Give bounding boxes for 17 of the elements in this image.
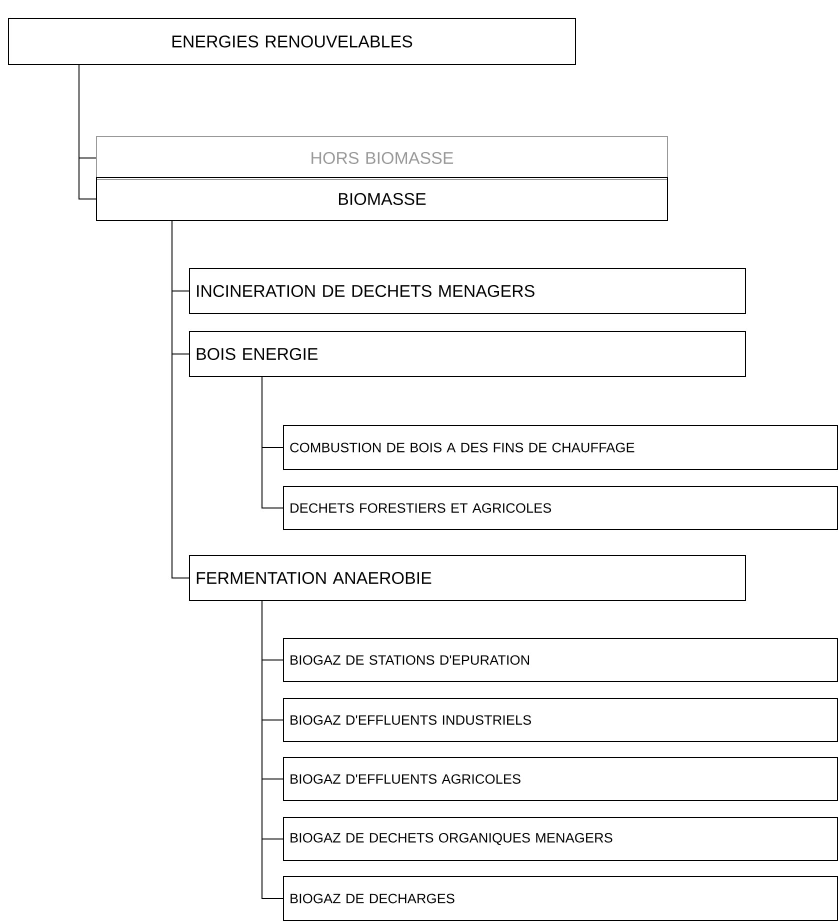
category-box: BIOMASSE <box>96 177 668 221</box>
category-box: DECHETS FORESTIERS ET AGRICOLES <box>283 486 838 530</box>
category-box: BOIS ENERGIE <box>189 331 746 377</box>
connector-line <box>78 64 96 200</box>
connector-line <box>262 376 284 508</box>
connector-line <box>262 600 284 899</box>
category-box: FERMENTATION ANAEROBIE <box>189 555 746 601</box>
category-box: COMBUSTION DE BOIS A DES FINS DE CHAUFFAGE <box>283 425 838 470</box>
category-box: BIOGAZ D'EFFLUENTS AGRICOLES <box>283 757 838 801</box>
category-box: ENERGIES RENOUVELABLES <box>8 18 576 65</box>
category-box: BIOGAZ DE STATIONS D'EPURATION <box>283 638 838 682</box>
category-box: HORS BIOMASSE <box>96 136 668 180</box>
category-box: BIOGAZ D'EFFLUENTS INDUSTRIELS <box>283 698 838 742</box>
connector-line <box>172 220 190 578</box>
category-box: BIOGAZ DE DECHETS ORGANIQUES MENAGERS <box>283 817 838 861</box>
category-box: BIOGAZ DE DECHARGES <box>283 876 838 921</box>
category-box: INCINERATION DE DECHETS MENAGERS <box>189 268 746 314</box>
